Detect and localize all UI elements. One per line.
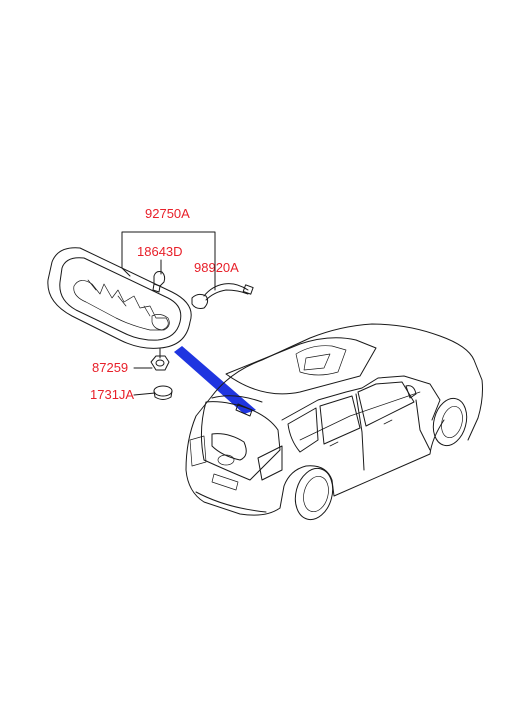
bulb-base	[152, 283, 161, 293]
cap-1731JA[interactable]	[153, 385, 173, 400]
wire-connector	[242, 284, 254, 295]
front-wheel-outer	[432, 397, 468, 447]
bulb-18643D[interactable]	[152, 271, 166, 293]
socket-wiring-98920A[interactable]	[191, 283, 254, 309]
nut-body	[150, 355, 170, 371]
license-plate-area	[211, 473, 239, 491]
reflector-details	[87, 279, 151, 317]
lamp-reflector	[73, 280, 169, 331]
window-line	[281, 375, 441, 421]
lower-side	[279, 419, 445, 509]
roof-line	[211, 323, 483, 441]
bulb-glass	[153, 271, 166, 287]
lamp-socket-mount	[151, 314, 170, 331]
label-18643D[interactable]: 18643D	[137, 244, 183, 259]
wire-harness-top	[203, 283, 249, 297]
rear-hatch	[200, 401, 281, 481]
door-seam-front	[415, 399, 431, 451]
spoiler	[211, 395, 263, 403]
vehicle-outline	[185, 323, 483, 521]
rear-window-lower	[211, 433, 247, 461]
location-pointer	[174, 346, 256, 414]
sunroof	[295, 345, 347, 376]
door-seam-rear	[355, 393, 365, 471]
socket-body	[191, 293, 209, 309]
front-wheel-rim	[441, 405, 463, 439]
lamp-housing-inner	[59, 257, 182, 341]
leader-lines	[121, 231, 216, 396]
rear-wheel-rim	[303, 475, 329, 513]
stop-lamp-assembly[interactable]	[47, 247, 192, 349]
wire-harness-bottom	[205, 289, 249, 301]
tail-lamp-left	[189, 435, 207, 467]
label-1731JA[interactable]: 1731JA	[90, 387, 134, 402]
rear-bumper	[195, 491, 267, 513]
cap-side	[153, 390, 173, 400]
leader-92750A	[121, 267, 131, 277]
label-98920A[interactable]: 98920A	[194, 260, 239, 275]
side-mirror	[405, 385, 417, 399]
rear-quarter-window	[287, 407, 319, 453]
rear-body	[185, 395, 281, 516]
bracket-92750A	[121, 231, 216, 291]
sunroof-glass	[303, 353, 331, 371]
lamp-housing-outer	[47, 247, 192, 349]
rear-emblem	[217, 454, 235, 466]
rear-door-window	[319, 395, 361, 445]
label-92750A[interactable]: 92750A	[145, 206, 190, 221]
body-crease	[299, 391, 421, 441]
nut-87259[interactable]	[150, 347, 170, 371]
cap-top	[153, 385, 173, 397]
leader-1731JA	[133, 392, 156, 396]
door-handles	[329, 419, 393, 447]
label-87259[interactable]: 87259	[92, 360, 128, 375]
rear-wheel-outer	[294, 467, 334, 521]
nut-hole	[155, 359, 165, 367]
roof-panel	[225, 337, 377, 395]
tail-lamp	[257, 445, 283, 481]
stop-lamp-on-vehicle	[235, 403, 253, 417]
